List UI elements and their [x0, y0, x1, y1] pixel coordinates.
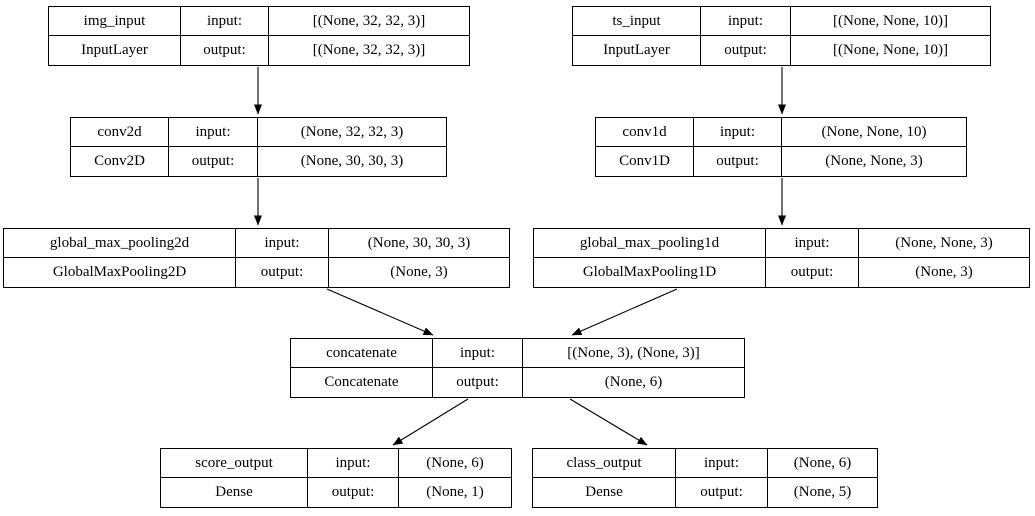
layer-name: global_max_pooling1d — [534, 229, 766, 258]
layer-name: img_input — [49, 7, 181, 36]
input-label: input: — [433, 339, 523, 368]
output-shape: (None, 6) — [604, 374, 663, 390]
output-shape: (None, None, 3) — [825, 153, 923, 169]
input-label: input: — [766, 229, 859, 258]
output-label: output: — [766, 258, 859, 287]
node-concatenate: concatenate input: [(None, 3), (None, 3)… — [290, 338, 745, 398]
layer-type: Concatenate — [291, 368, 433, 397]
input-label: input: — [181, 7, 269, 36]
layer-type: InputLayer — [573, 36, 701, 65]
edge-concatenate-class_output — [569, 398, 648, 446]
layer-name: score_output — [161, 449, 308, 478]
input-shape: (None, 30, 30, 3) — [329, 229, 509, 258]
layer-type: GlobalMaxPooling1D — [534, 258, 766, 287]
input-label: input: — [676, 449, 768, 478]
node-class-output: class_output input: (None, 6) Dense outp… — [532, 448, 878, 508]
input-label: input: — [308, 449, 399, 478]
output-shape: (None, 30, 30, 3) — [300, 153, 404, 169]
output-shape: (None, 3) — [915, 264, 973, 280]
node-conv2d: conv2d input: (None, 32, 32, 3) Conv2D o… — [70, 117, 447, 177]
output-label: output: — [433, 368, 523, 397]
output-shape: [(None, 32, 32, 3)] — [312, 42, 426, 58]
layer-name: class_output — [533, 449, 676, 478]
output-label: output: — [181, 36, 269, 65]
input-shape: [(None, 3), (None, 3)] — [523, 339, 744, 368]
output-shape: (None, 5) — [793, 484, 852, 500]
node-global-max-pooling2d: global_max_pooling2d input: (None, 30, 3… — [3, 228, 510, 288]
output-shape: (None, 1) — [426, 484, 484, 500]
edge-global_max_pooling2d-concatenate — [326, 288, 434, 336]
output-shape: (None, 3) — [390, 264, 448, 280]
output-label: output: — [676, 478, 768, 507]
layer-name: concatenate — [291, 339, 433, 368]
output-label: output: — [701, 36, 791, 65]
input-shape: (None, None, 10) — [782, 118, 966, 147]
layer-name: conv1d — [596, 118, 694, 147]
input-label: input: — [701, 7, 791, 36]
layer-type: GlobalMaxPooling2D — [4, 258, 236, 287]
layer-type: InputLayer — [49, 36, 181, 65]
output-label: output: — [236, 258, 329, 287]
output-label: output: — [308, 478, 399, 507]
output-label: output: — [169, 147, 258, 176]
node-global-max-pooling1d: global_max_pooling1d input: (None, None,… — [533, 228, 1030, 288]
edge-global_max_pooling1d-concatenate — [571, 288, 678, 336]
node-ts-input: ts_input input: [(None, None, 10)] Input… — [572, 6, 991, 66]
layer-name: conv2d — [71, 118, 169, 147]
output-shape: [(None, None, 10)] — [833, 42, 948, 58]
input-shape: [(None, None, 10)] — [791, 7, 990, 36]
input-label: input: — [236, 229, 329, 258]
node-img-input: img_input input: [(None, 32, 32, 3)] Inp… — [48, 6, 470, 66]
layer-type: Conv2D — [71, 147, 169, 176]
edge-concatenate-score_output — [392, 398, 469, 446]
input-label: input: — [169, 118, 258, 147]
layer-name: global_max_pooling2d — [4, 229, 236, 258]
input-shape: (None, 32, 32, 3) — [258, 118, 446, 147]
layer-type: Dense — [161, 478, 308, 507]
input-shape: (None, 6) — [399, 449, 511, 478]
input-shape: [(None, 32, 32, 3)] — [269, 7, 469, 36]
input-label: input: — [694, 118, 782, 147]
node-score-output: score_output input: (None, 6) Dense outp… — [160, 448, 512, 508]
input-shape: (None, None, 3) — [859, 229, 1029, 258]
output-label: output: — [694, 147, 782, 176]
layer-name: ts_input — [573, 7, 701, 36]
layer-type: Conv1D — [596, 147, 694, 176]
input-shape: (None, 6) — [768, 449, 877, 478]
layer-type: Dense — [533, 478, 676, 507]
node-conv1d: conv1d input: (None, None, 10) Conv1D ou… — [595, 117, 967, 177]
